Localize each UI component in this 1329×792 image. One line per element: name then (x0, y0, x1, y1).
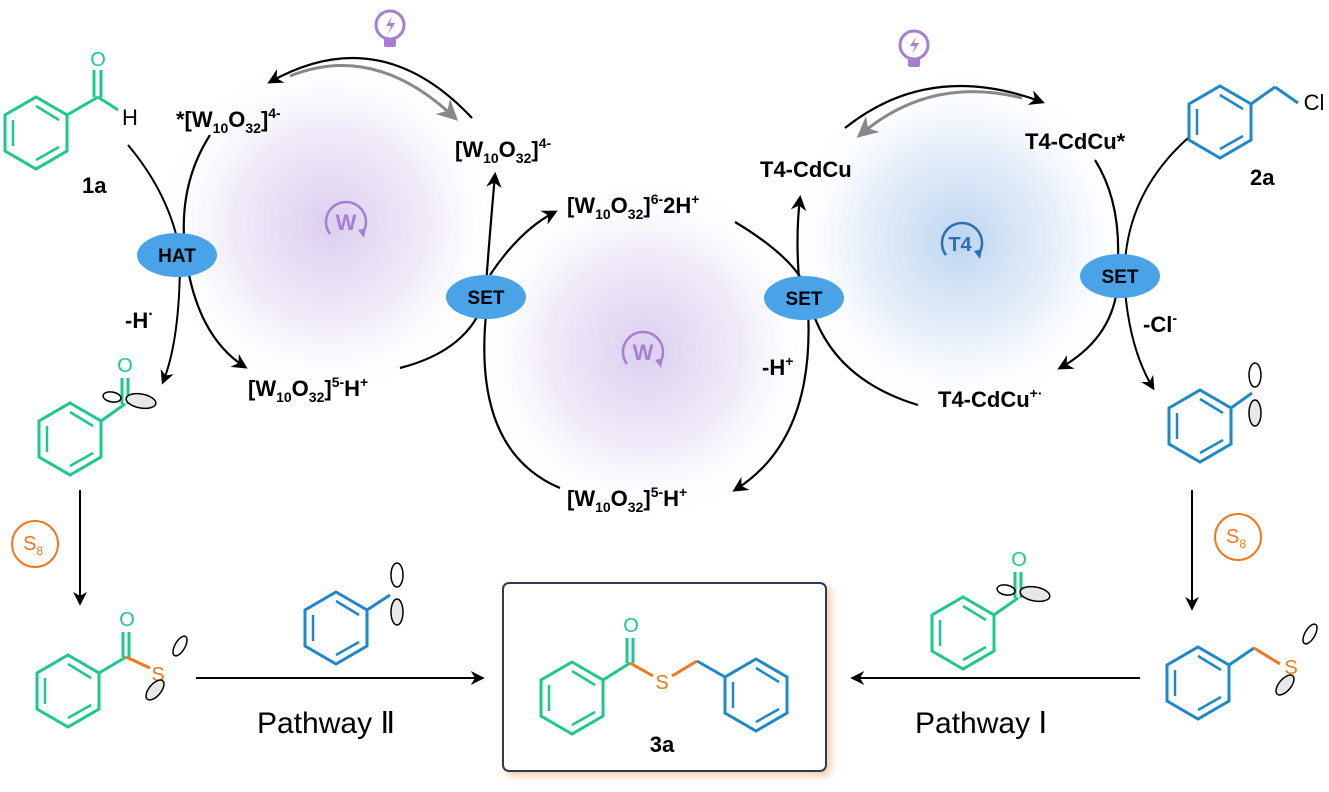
arrow-ground-to-excited-t4 (844, 84, 1045, 129)
label-w-ground: [W10O32]4- (455, 135, 551, 166)
label-loss-h-radical: -H· (125, 306, 154, 333)
w-cycle-glow-lower (470, 175, 820, 525)
label-pathway-ii: Pathway Ⅱ (257, 707, 395, 740)
label-w-reduced-2h: [W10O32]6-2H+ (567, 191, 699, 222)
svg-text:SET: SET (468, 288, 505, 309)
svg-text:W: W (336, 210, 357, 235)
lightbulb-icon (898, 29, 930, 67)
arrow-set-to-bottom-right (732, 309, 810, 492)
label-compound-3a: 3a (650, 732, 675, 757)
label-t4-excited: T4-CdCu* (1025, 129, 1126, 154)
arrow-set-to-reduced-t4 (1057, 289, 1119, 370)
label-loss-proton: -H+ (762, 353, 793, 380)
svg-text:T4: T4 (948, 234, 972, 256)
svg-text:H: H (122, 105, 138, 130)
svg-text:O: O (119, 609, 135, 631)
arc-excited-t4-to-set (1094, 159, 1120, 259)
svg-text:O: O (623, 615, 639, 637)
label-pathway-i: Pathway Ⅰ (915, 707, 1047, 740)
svg-text:S8: S8 (23, 533, 43, 558)
w-cycle-glow-upper (155, 50, 505, 400)
set-bubble-right: SET (1080, 254, 1160, 298)
hat-bubble: HAT (137, 233, 217, 277)
svg-text:SET: SET (786, 289, 823, 310)
arrow-excited-to-ground-grey (289, 64, 459, 121)
svg-text:HAT: HAT (158, 246, 196, 267)
arc-2a-to-set (1124, 137, 1189, 263)
molecule-benzoyl-radical: O (37, 355, 157, 477)
label-w-reduced-bottom: [W10O32]5-H+ (567, 484, 687, 515)
molecule-1a-benzaldehyde: O H (3, 49, 138, 171)
svg-text:S: S (1284, 657, 1297, 679)
arrow-set-to-2h (489, 210, 558, 276)
svg-text:O: O (90, 49, 106, 71)
set-bubble-left: SET (446, 275, 526, 319)
cycle-w-icon: W (621, 330, 665, 368)
s8-icon: S8 (11, 520, 59, 568)
molecule-3a-product: O S (539, 615, 789, 736)
cycle-w-icon: W (324, 200, 368, 238)
label-compound-2a: 2a (1250, 165, 1275, 190)
label-t4-reduced: T4-CdCu+· (938, 385, 1043, 412)
label-w-excited: *[W10O32]4- (176, 105, 281, 136)
lightbulb-icon (374, 9, 406, 47)
svg-text:O: O (117, 355, 133, 377)
svg-text:S8: S8 (1226, 526, 1246, 551)
svg-text:SET: SET (1102, 267, 1139, 288)
molecule-thiobenzoyl-radical: O S (35, 609, 188, 729)
molecule-benzyl-radical (1167, 362, 1262, 464)
label-loss-chloride: -Cl- (1143, 310, 1177, 337)
arrow-set-to-benzyl-radical (1124, 289, 1155, 391)
molecule-benzyl-radical-pathway-ii (303, 562, 404, 666)
svg-text:W: W (633, 340, 654, 365)
molecule-benzylthiyl-radical: S (1165, 623, 1318, 721)
label-t4-ground: T4-CdCu (760, 157, 852, 182)
cycle-t4-icon: T4 (940, 221, 984, 259)
label-w-reduced-left: [W10O32]5-H+ (248, 374, 368, 405)
svg-text:S: S (655, 672, 668, 694)
svg-text:O: O (1011, 549, 1027, 571)
arrow-excited-to-ground-grey-t4 (856, 90, 1023, 138)
s8-icon: S8 (1214, 513, 1262, 561)
label-compound-1a: 1a (82, 173, 107, 198)
molecule-benzoyl-radical-pathway-i: O (930, 549, 1051, 671)
arrow-ground-to-excited (267, 56, 473, 119)
molecule-2a-benzyl-chloride: Cl (1187, 84, 1325, 160)
arc-reduced-t4-to-set (810, 309, 919, 407)
set-bubble-mid: SET (764, 276, 844, 320)
t4-cycle-glow (785, 65, 1135, 415)
arc-set-to-bottom-left (483, 304, 561, 490)
svg-text:Cl: Cl (1304, 90, 1325, 115)
